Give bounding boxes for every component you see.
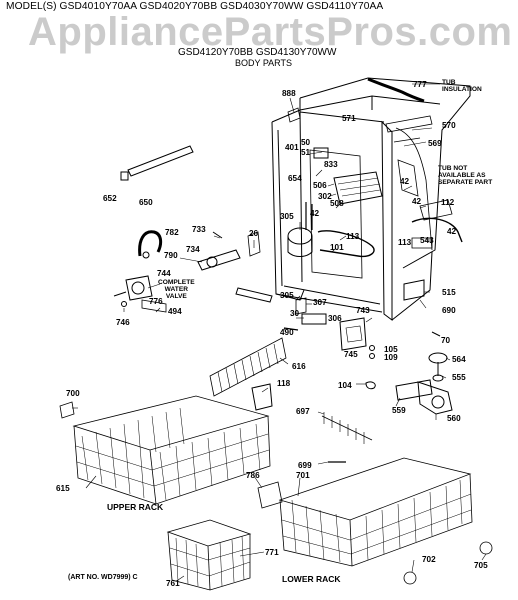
leader-lines — [72, 83, 487, 581]
right-parts — [59, 279, 453, 463]
callout-508[interactable]: 508 — [330, 199, 344, 208]
callout-306[interactable]: 306 — [328, 314, 342, 323]
callout-734[interactable]: 734 — [186, 245, 200, 254]
art-number: (ART NO. WD7999) C — [68, 574, 138, 581]
callout-113-b[interactable]: 113 — [398, 238, 412, 247]
tub-assembly — [271, 77, 471, 321]
silverware-basket — [166, 519, 252, 591]
callout-490[interactable]: 490 — [280, 328, 294, 337]
callout-777[interactable]: 777 — [413, 80, 427, 89]
callout-26[interactable]: 26 — [249, 229, 259, 238]
callout-42-d[interactable]: 42 — [447, 227, 457, 236]
side-parts — [113, 145, 327, 331]
callout-652[interactable]: 652 — [103, 194, 117, 203]
callout-745[interactable]: 745 — [344, 350, 358, 359]
callout-494[interactable]: 494 — [168, 307, 182, 316]
callout-506[interactable]: 506 — [313, 181, 327, 190]
label-lower-rack: LOWER RACK — [282, 574, 341, 584]
callout-833[interactable]: 833 — [324, 160, 338, 169]
callout-700[interactable]: 700 — [66, 389, 80, 398]
callout-616[interactable]: 616 — [292, 362, 306, 371]
callout-790[interactable]: 790 — [164, 251, 178, 260]
callout-654[interactable]: 654 — [288, 174, 302, 183]
callout-51[interactable]: 51 — [301, 148, 311, 157]
callout-401[interactable]: 401 — [285, 143, 299, 152]
label-upper-rack: UPPER RACK — [107, 502, 164, 512]
callout-746[interactable]: 746 — [116, 318, 130, 327]
lower-rack — [278, 457, 493, 585]
callout-307[interactable]: 307 — [313, 298, 327, 307]
callout-690[interactable]: 690 — [442, 306, 456, 315]
section-title: BODY PARTS — [235, 58, 293, 68]
callout-118[interactable]: 118 — [277, 379, 291, 388]
callout-701[interactable]: 701 — [296, 471, 310, 480]
callout-786[interactable]: 786 — [246, 471, 260, 480]
callout-564[interactable]: 564 — [452, 355, 466, 364]
callout-104[interactable]: 104 — [338, 381, 352, 390]
callout-697[interactable]: 697 — [296, 407, 310, 416]
callout-50[interactable]: 50 — [301, 138, 311, 147]
model-list-line-2: GSD4120Y70BB GSD4130Y70WW — [178, 47, 337, 58]
callout-744[interactable]: 744 — [157, 269, 171, 278]
callout-42-c[interactable]: 42 — [310, 209, 320, 218]
callout-42-a[interactable]: 42 — [400, 177, 410, 186]
callout-699[interactable]: 699 — [298, 461, 312, 470]
callout-112[interactable]: 112 — [441, 198, 455, 207]
callout-543[interactable]: 543 — [420, 236, 434, 245]
callout-559[interactable]: 559 — [392, 406, 406, 415]
callout-70[interactable]: 70 — [441, 336, 451, 345]
callout-105[interactable]: 105 — [384, 345, 398, 354]
callout-101[interactable]: 101 — [330, 243, 344, 252]
callout-702[interactable]: 702 — [422, 555, 436, 564]
callout-650[interactable]: 650 — [139, 198, 153, 207]
callout-515[interactable]: 515 — [442, 288, 456, 297]
callout-113-a[interactable]: 113 — [346, 232, 360, 241]
callout-743[interactable]: 743 — [356, 306, 370, 315]
callout-560[interactable]: 560 — [447, 414, 461, 423]
callout-570[interactable]: 570 — [442, 121, 456, 130]
upper-rack — [72, 395, 271, 505]
callout-761[interactable]: 761 — [166, 579, 180, 588]
callout-569[interactable]: 569 — [428, 139, 442, 148]
model-list-line-1: MODEL(S) GSD4010Y70AA GSD4020Y70BB GSD40… — [6, 1, 384, 12]
watermark-text: AppliancePartsPros.com — [28, 10, 513, 54]
callout-705[interactable]: 705 — [474, 561, 488, 570]
callout-888[interactable]: 888 — [282, 89, 296, 98]
note-tub-not-available: TUB NOT AVAILABLE AS SEPARATE PART — [438, 165, 493, 186]
callout-571[interactable]: 571 — [342, 114, 356, 123]
callout-555[interactable]: 555 — [452, 373, 466, 382]
callout-776[interactable]: 776 — [149, 297, 163, 306]
callout-733[interactable]: 733 — [192, 225, 206, 234]
callout-782[interactable]: 782 — [165, 228, 179, 237]
callout-771[interactable]: 771 — [265, 548, 279, 557]
callout-305-a[interactable]: 305 — [280, 212, 294, 221]
callout-42-b[interactable]: 42 — [412, 197, 422, 206]
note-complete-water-valve: COMPLETE WATER VALVE — [158, 279, 195, 300]
callout-302[interactable]: 302 — [318, 192, 332, 201]
callout-615[interactable]: 615 — [56, 484, 70, 493]
callout-305-b[interactable]: 305 — [280, 291, 294, 300]
note-tub-insulation: TUB INSULATION — [442, 79, 482, 93]
callout-109[interactable]: 109 — [384, 353, 398, 362]
callout-30[interactable]: 30 — [290, 309, 300, 318]
